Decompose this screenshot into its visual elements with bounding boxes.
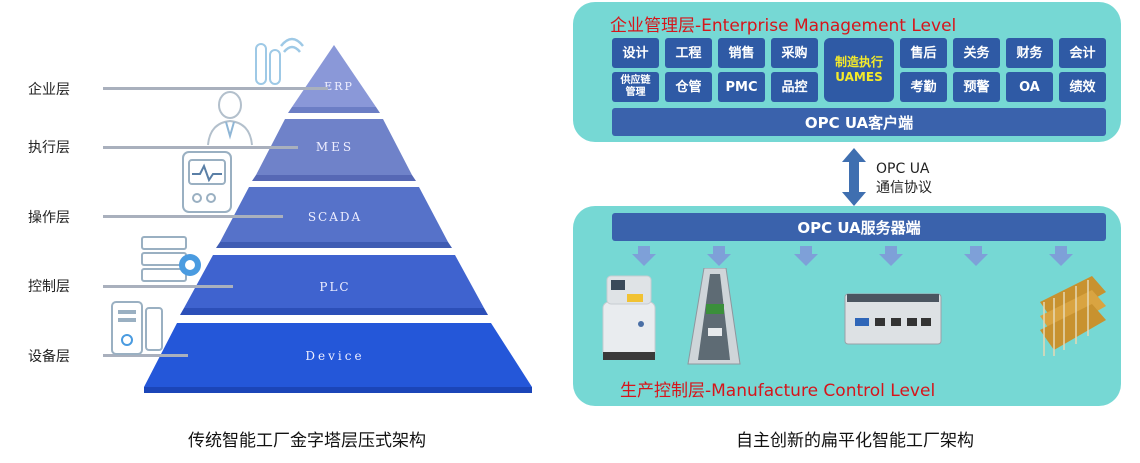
level-label-enterprise: 企业层 xyxy=(28,82,70,98)
tile-engineering: 工程 xyxy=(665,38,712,68)
tier-text-mes: MES xyxy=(315,140,355,154)
storage-rack-image xyxy=(1040,276,1106,356)
opc-ua-server-bar: OPC UA服务器端 xyxy=(612,213,1106,241)
linear-conveyor-image xyxy=(687,268,741,365)
tile-customs: 关务 xyxy=(953,38,1000,68)
pyramid-tier-mes xyxy=(256,119,412,175)
pyramid-caption: 传统智能工厂金字塔层压式架构 xyxy=(188,431,426,451)
leader-line xyxy=(103,215,283,218)
tile-pmc: PMC xyxy=(718,72,765,102)
pyramid-shape xyxy=(144,45,532,393)
leader-line xyxy=(103,285,233,288)
tier-text-device: Device xyxy=(305,349,365,363)
uames-label-en: UAMES xyxy=(835,70,883,84)
pyramid-tier-scada xyxy=(220,187,448,242)
opc-ua-client-bar: OPC UA客户端 xyxy=(612,108,1106,136)
flat-caption: 自主创新的扁平化智能工厂架构 xyxy=(736,431,974,451)
leader-line xyxy=(103,87,328,90)
protocol-label: OPC UA 通信协议 xyxy=(876,160,932,198)
pyramid-tier-erp xyxy=(292,45,376,107)
level-label-device: 设备层 xyxy=(28,349,70,365)
leader-line xyxy=(103,146,298,149)
industrial-pc-image xyxy=(844,293,942,345)
level-label-control: 控制层 xyxy=(28,279,70,295)
enterprise-level-title: 企业管理层-Enterprise Management Level xyxy=(610,16,957,36)
tile-attendance: 考勤 xyxy=(900,72,947,102)
tile-warning: 预警 xyxy=(953,72,1000,102)
tier-text-plc: PLC xyxy=(319,280,351,294)
level-label-execution: 执行层 xyxy=(28,140,70,156)
pyramid-tier-device xyxy=(144,323,532,387)
tile-supply-chain: 供应链管理 xyxy=(612,72,659,102)
double-arrow-icon xyxy=(842,148,866,206)
server-gear-icon xyxy=(141,236,201,282)
pyramid-tier-plc xyxy=(184,255,484,308)
tile-after-sales: 售后 xyxy=(900,38,947,68)
tile-sales: 销售 xyxy=(718,38,765,68)
computer-case-icon xyxy=(111,301,163,355)
tile-procurement: 采购 xyxy=(771,38,818,68)
person-icon xyxy=(207,91,253,146)
tier-text-scada: SCADA xyxy=(307,210,363,224)
tile-uames: 制造执行 UAMES xyxy=(824,38,894,102)
protocol-label-line2: 通信协议 xyxy=(876,180,932,196)
tile-oa: OA xyxy=(1006,72,1053,102)
wifi-server-icon xyxy=(255,37,304,85)
agv-robot-image xyxy=(602,275,656,360)
tile-warehouse: 仓管 xyxy=(665,72,712,102)
tile-accounting: 会计 xyxy=(1059,38,1106,68)
manufacture-level-title: 生产控制层-Manufacture Control Level xyxy=(620,381,936,401)
leader-line xyxy=(103,354,188,357)
tier-text-erp: ERP xyxy=(324,80,354,93)
tile-finance: 财务 xyxy=(1006,38,1053,68)
uames-label-cn: 制造执行 xyxy=(834,55,883,69)
level-label-operation: 操作层 xyxy=(28,210,70,226)
tile-performance: 绩效 xyxy=(1059,72,1106,102)
tile-design: 设计 xyxy=(612,38,659,68)
down-arrows-icon xyxy=(632,246,1073,266)
monitor-device-icon xyxy=(182,151,232,213)
protocol-label-line1: OPC UA xyxy=(876,161,930,177)
tile-quality-control: 品控 xyxy=(771,72,818,102)
